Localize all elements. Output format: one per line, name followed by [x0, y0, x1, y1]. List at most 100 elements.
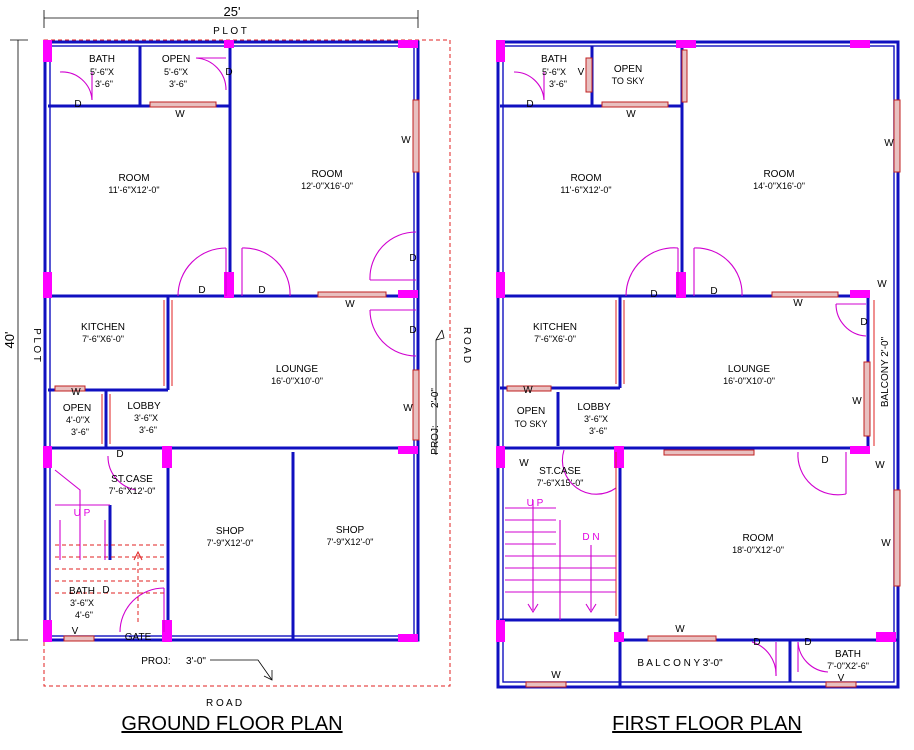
window-mark: W	[877, 279, 887, 290]
vent-mark: V	[838, 673, 845, 684]
plot-label-top: P L O T	[213, 26, 247, 37]
window-mark: W	[875, 460, 885, 471]
ground-proj-right: PROJ:	[430, 425, 441, 454]
window-mark: W	[675, 624, 685, 635]
ground-bath2-size1: 3'-6"X	[70, 598, 94, 608]
first-lobby-label: LOBBY	[577, 402, 611, 413]
ground-lobby-label: LOBBY	[127, 401, 161, 412]
first-room3-label: ROOM	[742, 533, 773, 544]
door-mark: D	[650, 289, 657, 300]
window-mark: W	[523, 385, 533, 396]
first-room1-size: 11'-6"X12'-0"	[560, 185, 611, 195]
first-dn-label: D N	[582, 532, 599, 543]
ground-lobby-size1: 3'-6"X	[134, 413, 158, 423]
door-mark: D	[753, 637, 760, 648]
ground-room2-label: ROOM	[311, 169, 342, 180]
ground-stairs	[54, 469, 165, 625]
first-lounge-label: LOUNGE	[728, 364, 771, 375]
ground-proj-right-val: 2'-0"	[430, 388, 441, 408]
door-mark: D	[102, 585, 109, 596]
ground-floor-title: GROUND FLOOR PLAN	[121, 713, 342, 735]
first-kitchen-size: 7'-6"X6'-0"	[534, 334, 576, 344]
window-mark: W	[852, 396, 862, 407]
ground-shop1-size: 7'-9"X12'-0"	[207, 538, 254, 548]
door-mark: D	[258, 285, 265, 296]
first-floor-title: FIRST FLOOR PLAN	[612, 713, 802, 735]
first-open2-label: OPEN	[517, 406, 545, 417]
first-room3-size: 18'-0"X12'-0"	[732, 545, 784, 555]
ground-open-size1: 5'-6"X	[164, 67, 188, 77]
ground-stcase-label: ST.CASE	[111, 474, 153, 485]
window-mark: W	[345, 299, 355, 310]
height-dimension: 40'	[2, 332, 17, 349]
vent-mark: V	[578, 67, 585, 78]
window-mark: W	[884, 138, 894, 149]
ground-open-size2: 3'-6"	[169, 79, 187, 89]
window-mark: W	[881, 538, 891, 549]
ground-kitchen-size: 7'-6"X6'-0"	[82, 334, 124, 344]
ground-proj-bottom: PROJ:	[141, 656, 170, 667]
first-kitchen-label: KITCHEN	[533, 322, 577, 333]
first-open2-sky: TO SKY	[515, 419, 548, 429]
ground-open-label: OPEN	[162, 54, 190, 65]
first-room2-size: 14'-0"X16'-0"	[753, 181, 805, 191]
plot-label-side: P L O T	[31, 328, 42, 362]
first-up-label: U P	[527, 498, 544, 509]
ground-room1-label: ROOM	[118, 173, 149, 184]
window-mark: W	[71, 387, 81, 398]
door-mark: D	[225, 67, 232, 78]
width-dimension: 25'	[224, 4, 241, 19]
door-mark: D	[804, 637, 811, 648]
ground-open2-size1: 4'-0"X	[66, 415, 90, 425]
door-mark: D	[710, 286, 717, 297]
ground-bath2-size2: 4'-6"	[75, 610, 93, 620]
window-mark: W	[175, 109, 185, 120]
window-mark: W	[551, 670, 561, 681]
door-mark: D	[74, 99, 81, 110]
first-bath-size1: 5'-6"X	[542, 67, 566, 77]
road-label-bottom: R O A D	[206, 698, 242, 709]
door-mark: D	[860, 317, 867, 328]
first-lobby-size2: 3'-6"	[589, 426, 607, 436]
ground-shop1-label: SHOP	[216, 526, 245, 537]
first-floor-plan	[496, 40, 901, 689]
door-mark: D	[409, 325, 416, 336]
gate-label: GATE	[125, 632, 152, 643]
ground-room2-size: 12'-0"X16'-0"	[301, 181, 353, 191]
first-stcase-label: ST.CASE	[539, 466, 581, 477]
door-mark: D	[821, 455, 828, 466]
ground-bath-label: BATH	[89, 54, 115, 65]
first-open-sky: TO SKY	[612, 76, 645, 86]
ground-bath-size2: 3'-6"	[95, 79, 113, 89]
first-lounge-size: 16'-0"X10'-0"	[723, 376, 775, 386]
ground-lounge-size: 16'-0"X10'-0"	[271, 376, 323, 386]
first-balcony-bottom: B A L C O N Y 3'-0"	[637, 658, 723, 669]
ground-stcase-size: 7'-6"X12'-0"	[109, 486, 156, 496]
first-lobby-size1: 3'-6"X	[584, 414, 608, 424]
dimension-lines	[10, 10, 419, 641]
window-mark: W	[401, 135, 411, 146]
door-mark: D	[116, 449, 123, 460]
window-mark: W	[626, 109, 636, 120]
window-mark: W	[403, 403, 413, 414]
ground-bath-size1: 5'-6"X	[90, 67, 114, 77]
ground-room1-size: 11'-6"X12'-0"	[108, 185, 159, 195]
vent-mark: V	[72, 626, 79, 637]
window-mark: W	[519, 458, 529, 469]
first-open-label: OPEN	[614, 64, 642, 75]
ground-floor-plan	[43, 39, 451, 687]
first-bath-size2: 3'-6"	[549, 79, 567, 89]
first-bath2-size: 7'-0"X2'-6"	[827, 661, 869, 671]
ground-open2-size2: 3'-6"	[71, 427, 89, 437]
ground-lounge-label: LOUNGE	[276, 364, 319, 375]
ground-open2-label: OPEN	[63, 403, 91, 414]
door-mark: D	[198, 285, 205, 296]
ground-bath2-label: BATH	[69, 586, 95, 597]
first-bath2-label: BATH	[835, 649, 861, 660]
first-room2-label: ROOM	[763, 169, 794, 180]
ground-up-label: U P	[74, 508, 91, 519]
ground-shop2-size: 7'-9"X12'-0"	[327, 537, 374, 547]
first-balcony-side: BALCONY 2'-0"	[880, 336, 891, 407]
door-mark: D	[409, 253, 416, 264]
